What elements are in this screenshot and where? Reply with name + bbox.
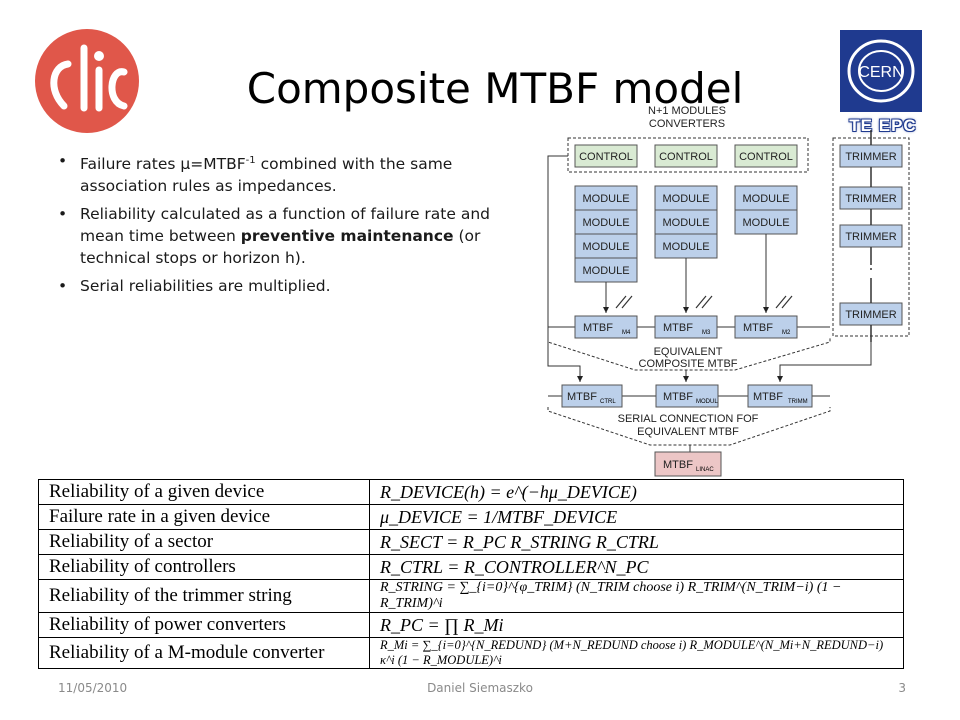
table-formula: R_DEVICE(h) = e^(−hμ_DEVICE) [369, 479, 904, 505]
trimmer-label: TRIMMER [845, 309, 896, 321]
mtbf-m4: MTBF [583, 322, 613, 334]
svg-text:CTRL: CTRL [600, 399, 616, 405]
slide-title: Composite MTBF model [246, 64, 744, 113]
svg-text:CONTROL: CONTROL [579, 151, 633, 163]
svg-text:M4: M4 [622, 330, 631, 336]
group-label-1: N+1 MODULES [648, 105, 726, 117]
bullet-item: Failure rates μ=MTBF-1 combined with the… [58, 150, 528, 197]
cern-logo-text: CERN [858, 64, 903, 81]
table-row: Reliability of controllers R_CTRL = R_CO… [38, 554, 904, 580]
trimmer-label: TRIMMER [845, 193, 896, 205]
table-label: Failure rate in a given device [38, 504, 370, 530]
equiv-label-2: COMPOSITE MTBF [639, 358, 738, 370]
table-label: Reliability of a M-module converter [38, 637, 370, 669]
mtbf-trimm: MTBF [753, 391, 783, 403]
table-label: Reliability of the trimmer string [38, 579, 370, 613]
table-label: Reliability of power converters [38, 612, 370, 638]
clic-logo: clic [35, 29, 139, 133]
mtbf-m3: MTBF [663, 322, 693, 334]
mtbf-m2: MTBF [743, 322, 773, 334]
svg-text:CONTROL: CONTROL [659, 151, 713, 163]
footer-page-number: 3 [898, 681, 906, 695]
module-label: MODULE [742, 217, 789, 229]
svg-text:M3: M3 [702, 330, 711, 336]
mtbf-ctrl: MTBF [567, 391, 597, 403]
module-label: MODULE [662, 217, 709, 229]
group-label-2: CONVERTERS [649, 118, 725, 130]
table-formula: R_PC = ∏ R_Mi [369, 612, 904, 638]
equiv-label-1: EQUIVALENT [654, 346, 723, 358]
table-row: Reliability of a sector R_SECT = R_PC R_… [38, 529, 904, 555]
svg-text:MODUL: MODUL [696, 399, 718, 405]
bullet-item: Serial reliabilities are multiplied. [58, 275, 528, 297]
module-label: MODULE [582, 265, 629, 277]
svg-text:LINAC: LINAC [696, 467, 714, 473]
table-label: Reliability of a sector [38, 529, 370, 555]
control-block: CONTROL [734, 144, 798, 168]
module-label: MODULE [582, 193, 629, 205]
module-label: MODULE [742, 193, 789, 205]
footer-author: Daniel Siemaszko [427, 681, 533, 695]
module-label: MODULE [662, 241, 709, 253]
table-row: Reliability of a M-module converter R_Mi… [38, 637, 904, 669]
module-label: MODULE [582, 217, 629, 229]
table-formula: R_CTRL = R_CONTROLLER^N_PC [369, 554, 904, 580]
table-row: Reliability of the trimmer string R_STRI… [38, 579, 904, 613]
module-label: MODULE [582, 241, 629, 253]
svg-text:TRIMM: TRIMM [788, 399, 808, 405]
table-formula: R_STRING = ∑_{i=0}^{φ_TRIM} (N_TRIM choo… [369, 579, 904, 613]
te-epc-label: TE EPC [849, 116, 917, 135]
mtbf-linac: MTBF [663, 459, 693, 471]
table-formula: R_Mi = ∑_{i=0}^{N_REDUND} (M+N_REDUND ch… [369, 637, 904, 669]
bullet-list: Failure rates μ=MTBF-1 combined with the… [58, 150, 528, 303]
control-block: CONTROL [654, 144, 718, 168]
svg-text:M2: M2 [782, 330, 791, 336]
footer-date: 11/05/2010 [58, 681, 128, 695]
table-row: Reliability of a given device R_DEVICE(h… [38, 479, 904, 505]
table-label: Reliability of controllers [38, 554, 370, 580]
trimmer-label: TRIMMER [845, 151, 896, 163]
clic-logo-text: clic [86, 129, 88, 131]
table-row: Failure rate in a given device μ_DEVICE … [38, 504, 904, 530]
table-row: Reliability of power converters R_PC = ∏… [38, 612, 904, 638]
reliability-table: Reliability of a given device R_DEVICE(h… [38, 479, 904, 669]
trimmer-label: TRIMMER [845, 231, 896, 243]
table-formula: R_SECT = R_PC R_STRING R_CTRL [369, 529, 904, 555]
mtbf-modul: MTBF [663, 391, 693, 403]
table-formula: μ_DEVICE = 1/MTBF_DEVICE [369, 504, 904, 530]
cern-logo: CERN [840, 30, 922, 112]
serial-label-2: EQUIVALENT MTBF [637, 426, 739, 438]
control-block: CONTROL [574, 144, 638, 168]
serial-label-1: SERIAL CONNECTION FOF [618, 413, 759, 425]
svg-text:CONTROL: CONTROL [739, 151, 793, 163]
bullet-item: Reliability calculated as a function of … [58, 203, 528, 269]
module-label: MODULE [662, 193, 709, 205]
mtbf-block-diagram: N+1 MODULES CONVERTERS CONTROL CONTROL C… [547, 105, 910, 477]
table-label: Reliability of a given device [38, 479, 370, 505]
